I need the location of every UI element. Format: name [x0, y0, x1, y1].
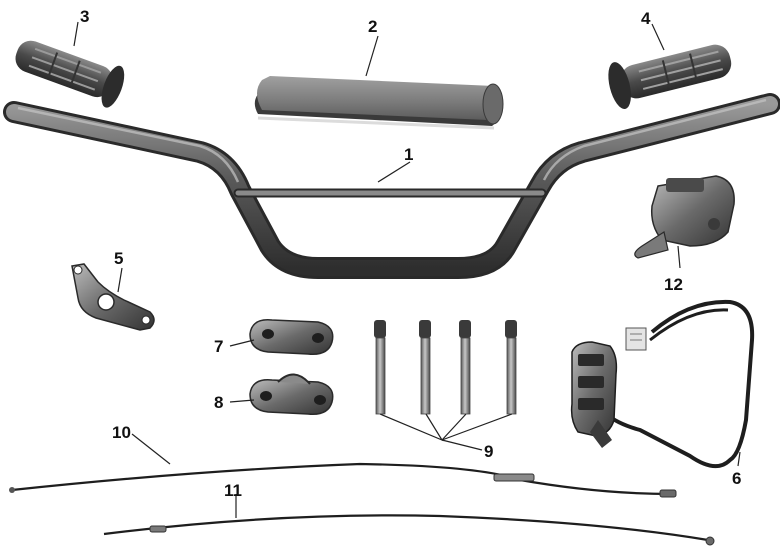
- bolt: [505, 320, 517, 415]
- callout-12: 12: [664, 275, 683, 294]
- bracket-plate: [71, 263, 155, 331]
- callout-11: 11: [224, 481, 242, 500]
- callout-4: 4: [641, 9, 651, 28]
- callout-7: 7: [214, 337, 223, 356]
- upper-holder: [249, 319, 334, 355]
- callout-8: 8: [214, 393, 223, 412]
- handlebar-pad: [254, 76, 504, 130]
- callout-9: 9: [484, 442, 493, 461]
- bolt: [459, 320, 471, 415]
- cable-a: [9, 462, 677, 498]
- lower-holder: [249, 373, 334, 415]
- bolt: [419, 320, 431, 415]
- callout-6: 6: [732, 469, 741, 488]
- callout-2: 2: [368, 17, 377, 36]
- callout-1: 1: [404, 145, 413, 164]
- handlebar: [3, 93, 780, 279]
- right-grip: [608, 44, 732, 109]
- callout-3: 3: [80, 7, 89, 26]
- left-switch: [570, 299, 755, 468]
- throttle-housing: [634, 175, 735, 259]
- callout-5: 5: [114, 249, 123, 268]
- bolt: [374, 320, 386, 415]
- bolts: [374, 320, 517, 415]
- callout-10: 10: [112, 423, 131, 442]
- leader-lines: [73, 21, 741, 518]
- callout-labels: 2 1 3 4 5 7 8 12 6 9 10 11: [80, 7, 741, 500]
- left-grip: [15, 40, 125, 108]
- cable-b: [103, 514, 715, 546]
